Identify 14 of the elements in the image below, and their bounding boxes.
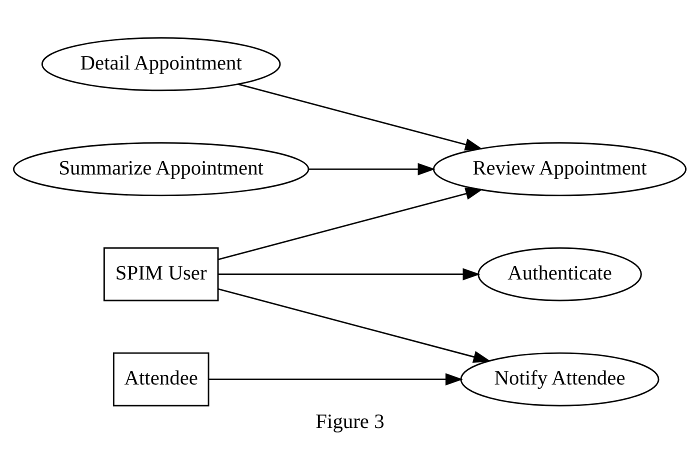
node-ellipse: Review Appointment xyxy=(432,142,687,196)
arrow xyxy=(218,288,491,362)
arrow xyxy=(218,187,484,260)
node-ellipse: Summarize Appointment xyxy=(13,142,310,196)
arrow xyxy=(208,372,463,385)
node-box: Attendee xyxy=(112,352,210,406)
arrow xyxy=(308,162,436,175)
node-ellipse: Notify Attendee xyxy=(460,352,660,406)
node-box: SPIM User xyxy=(103,246,219,301)
arrow xyxy=(218,268,480,280)
node-ellipse: Detail Appointment xyxy=(41,36,281,91)
caption: Figure 3 xyxy=(316,410,384,432)
node-ellipse: Authenticate xyxy=(478,246,642,301)
arrow xyxy=(238,82,483,150)
